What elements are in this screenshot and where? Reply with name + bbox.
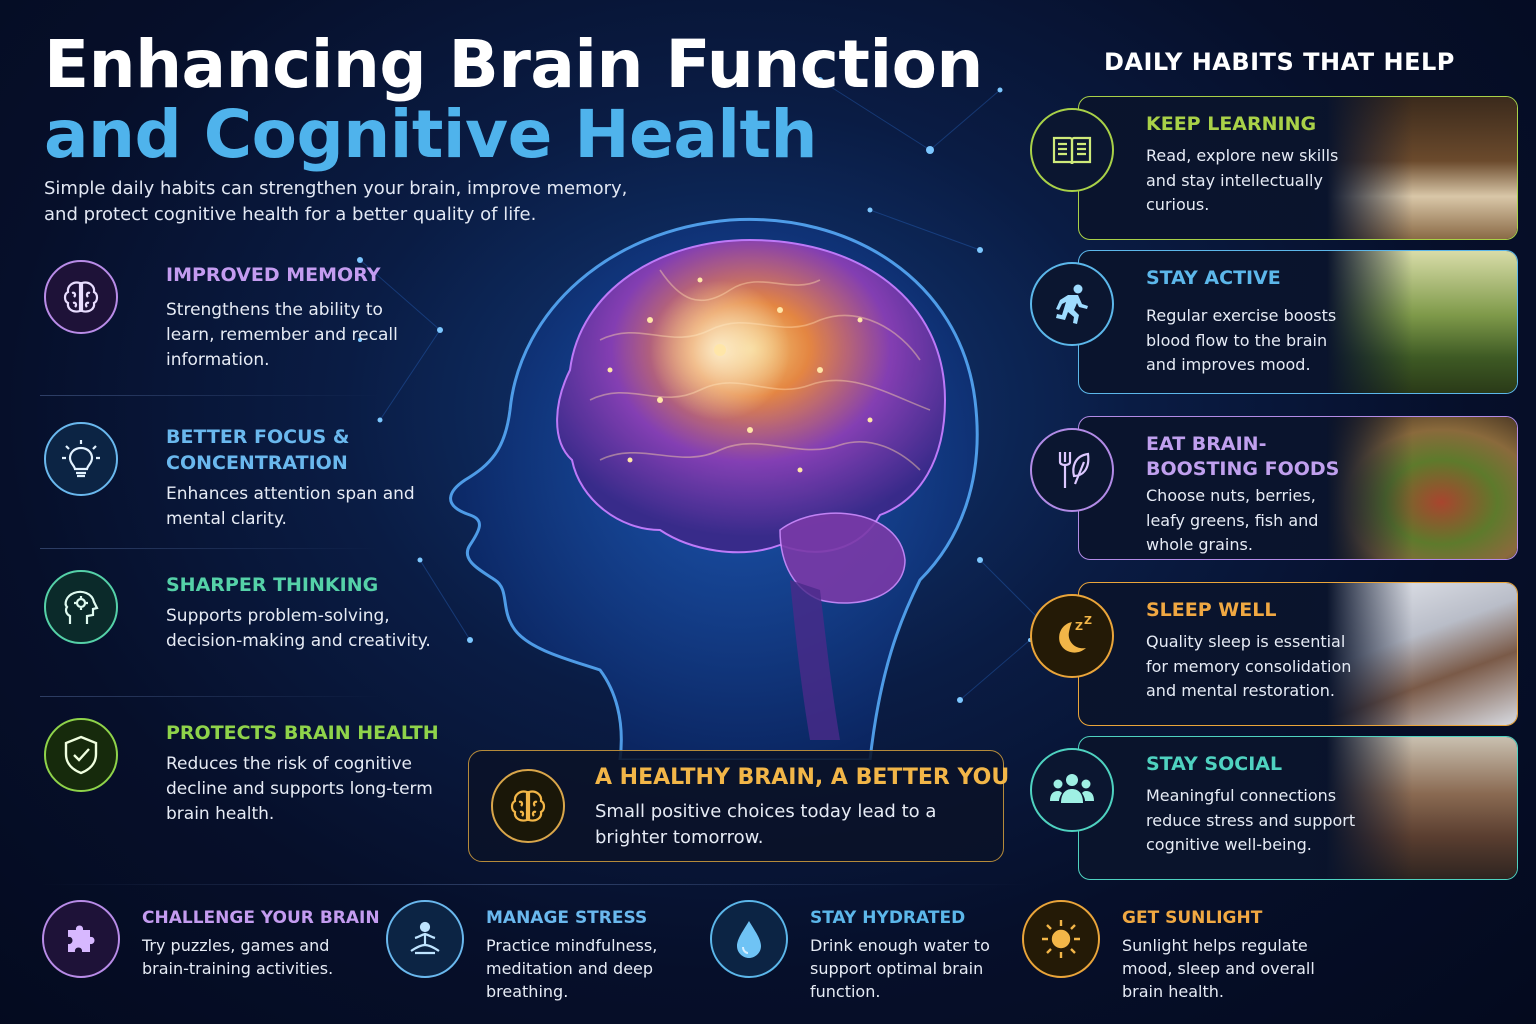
benefit-description: Strengthens the ability to learn, rememb… (166, 300, 398, 370)
benefit-title: PROTECTS BRAIN HEALTH (166, 722, 439, 744)
page-subtitle: Simple daily habits can strengthen your … (44, 178, 628, 225)
tip-title: MANAGE STRESS (486, 908, 648, 928)
tip-description: Sunlight helps regulate mood, sleep and … (1122, 936, 1315, 1001)
moon-icon: Z Z (1030, 594, 1114, 678)
habit-keep-learning: KEEP LEARNING Read, explore new skills a… (1026, 96, 1520, 242)
meditation-icon (386, 900, 464, 978)
habit-title: SLEEP WELL (1146, 599, 1277, 621)
brain-icon (44, 260, 118, 334)
habit-description: Choose nuts, berries, leafy greens, fish… (1146, 486, 1319, 554)
habit-card (1078, 96, 1518, 240)
tip-title: CHALLENGE YOUR BRAIN (142, 908, 380, 928)
benefit-sharper-thinking: SHARPER THINKING Supports problem-solvin… (40, 562, 440, 692)
sleeping-person-photo (1327, 583, 1517, 725)
benefit-better-focus: BETTER FOCUS & CONCENTRATION Enhances at… (40, 414, 440, 544)
tip-manage-stress: MANAGE STRESS Practice mindfulness, medi… (386, 898, 706, 1018)
habit-title: KEEP LEARNING (1146, 113, 1317, 135)
shield-check-icon (44, 718, 118, 792)
callout-description: Small positive choices today lead to a b… (595, 801, 937, 848)
fork-leaf-icon (1030, 428, 1114, 512)
habits-heading: DAILY HABITS THAT HELP (1104, 48, 1455, 76)
divider (40, 548, 380, 549)
habit-description: Regular exercise boosts blood flow to th… (1146, 306, 1337, 374)
brain-head-illustration (449, 217, 979, 760)
habit-title: EAT BRAIN-BOOSTING FOODS (1146, 433, 1340, 480)
habit-card (1078, 736, 1518, 880)
page-title-line1: Enhancing Brain Function (44, 26, 983, 103)
benefit-description: Supports problem-solving, decision-makin… (166, 606, 431, 651)
benefit-title: SHARPER THINKING (166, 574, 379, 596)
food-bowl-photo (1327, 417, 1517, 559)
tip-description: Try puzzles, games and brain-training ac… (142, 936, 334, 978)
benefit-title: BETTER FOCUS & CONCENTRATION (166, 426, 350, 474)
healthy-brain-callout: A HEALTHY BRAIN, A BETTER YOU Small posi… (468, 750, 1009, 862)
habit-description: Meaningful connections reduce stress and… (1146, 786, 1356, 854)
page-title-line2: and Cognitive Health (44, 96, 818, 173)
tip-get-sunlight: GET SUNLIGHT Sunlight helps regulate moo… (1022, 898, 1342, 1018)
tip-description: Drink enough water to support optimal br… (810, 936, 990, 1001)
habit-eat-brain-boosting-foods: EAT BRAIN-BOOSTING FOODS Choose nuts, be… (1026, 416, 1520, 562)
brain-icon (491, 769, 565, 843)
habit-card (1078, 582, 1518, 726)
sun-icon (1022, 900, 1100, 978)
habit-description: Quality sleep is essential for memory co… (1146, 632, 1352, 700)
habit-stay-active: STAY ACTIVE Regular exercise boosts bloo… (1026, 250, 1520, 396)
tip-description: Practice mindfulness, meditation and dee… (486, 936, 658, 1001)
social-group-photo (1327, 737, 1517, 879)
habit-stay-social: STAY SOCIAL Meaningful connections reduc… (1026, 736, 1520, 882)
benefit-improved-memory: IMPROVED MEMORY Strengthens the ability … (40, 252, 440, 382)
benefit-protects-brain-health: PROTECTS BRAIN HEALTH Reduces the risk o… (40, 710, 440, 840)
divider (40, 696, 380, 697)
benefit-title: IMPROVED MEMORY (166, 264, 381, 286)
divider (40, 884, 1030, 885)
benefit-description: Enhances attention span and mental clari… (166, 484, 415, 529)
habit-title: STAY ACTIVE (1146, 267, 1281, 289)
habit-title: STAY SOCIAL (1146, 753, 1283, 775)
book-icon (1030, 108, 1114, 192)
svg-text:Z: Z (1075, 620, 1083, 633)
runner-icon (1030, 262, 1114, 346)
habit-card (1078, 416, 1518, 560)
head-gear-icon (44, 570, 118, 644)
tip-title: GET SUNLIGHT (1122, 908, 1263, 928)
callout-title: A HEALTHY BRAIN, A BETTER YOU (595, 765, 1010, 790)
tip-stay-hydrated: STAY HYDRATED Drink enough water to supp… (710, 898, 1030, 1018)
water-drop-icon (710, 900, 788, 978)
books-photo (1327, 97, 1517, 239)
habit-card (1078, 250, 1518, 394)
tip-challenge-your-brain: CHALLENGE YOUR BRAIN Try puzzles, games … (42, 898, 380, 1018)
people-icon (1030, 748, 1114, 832)
svg-text:Z: Z (1084, 614, 1092, 627)
puzzle-icon (42, 900, 120, 978)
habit-sleep-well: Z Z SLEEP WELL Quality sleep is essentia… (1026, 582, 1520, 728)
divider (40, 395, 380, 396)
lightbulb-icon (44, 422, 118, 496)
benefit-description: Reduces the risk of cognitive decline an… (166, 754, 433, 824)
habit-description: Read, explore new skills and stay intell… (1146, 146, 1339, 214)
tip-title: STAY HYDRATED (810, 908, 966, 928)
runner-photo (1327, 251, 1517, 393)
